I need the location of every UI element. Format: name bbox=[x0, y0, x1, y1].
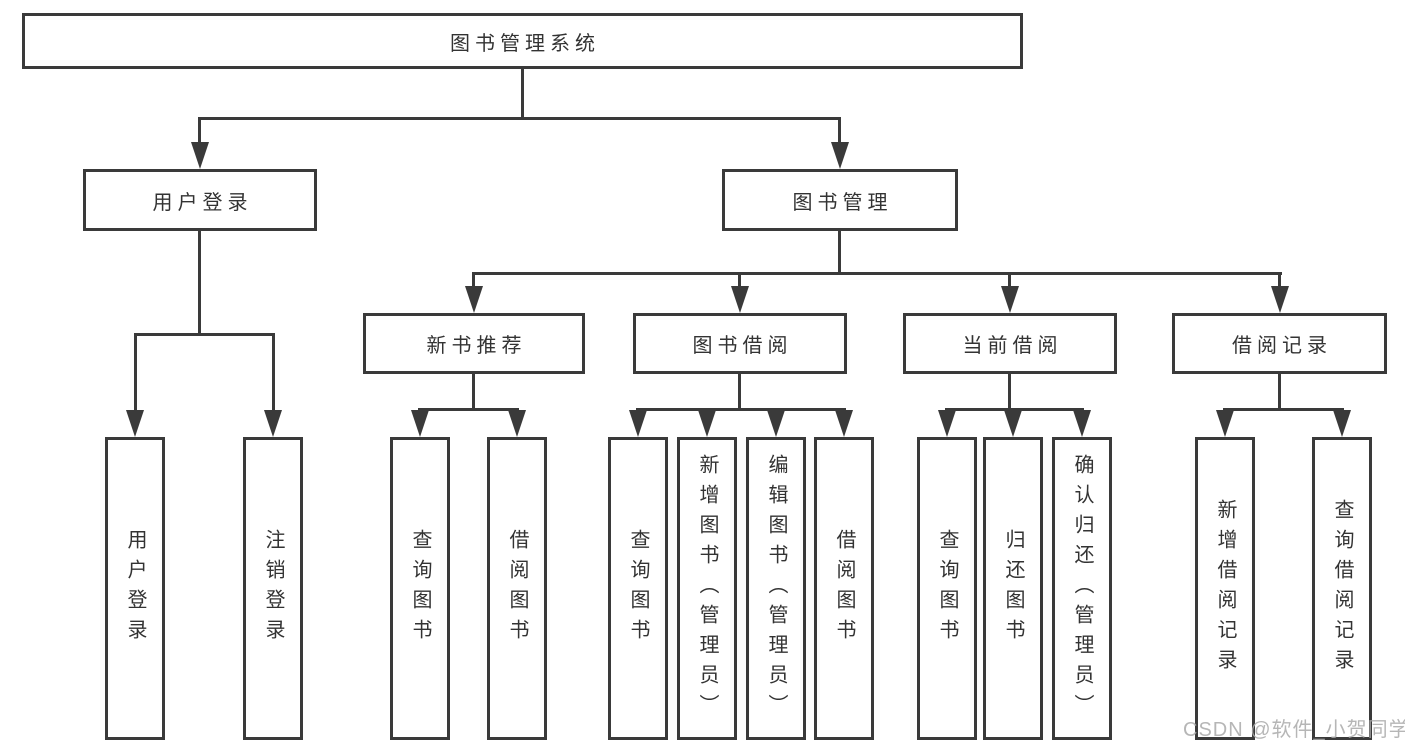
arrow-down-icon bbox=[629, 410, 647, 437]
connector-line bbox=[418, 408, 519, 411]
leaf-query-books-borrow: 查询图书 bbox=[608, 437, 668, 740]
node-user-login: 用户登录 bbox=[83, 169, 317, 231]
connector-line bbox=[838, 117, 841, 145]
arrow-down-icon bbox=[411, 410, 429, 437]
connector-line bbox=[521, 69, 524, 120]
leaf-label: 归还图书 bbox=[1002, 528, 1024, 649]
leaf-query-borrow-record: 查询借阅记录 bbox=[1312, 437, 1372, 740]
arrow-down-icon bbox=[1216, 410, 1234, 437]
connector-line bbox=[738, 275, 741, 289]
leaf-label: 查询图书 bbox=[627, 528, 649, 649]
leaf-add-borrow-record: 新增借阅记录 bbox=[1195, 437, 1255, 740]
connector-line bbox=[134, 333, 275, 336]
connector-line bbox=[134, 333, 137, 413]
connector-line bbox=[1008, 275, 1011, 289]
leaf-label: 确认归还（管理员） bbox=[1071, 453, 1093, 724]
connector-line bbox=[1008, 374, 1011, 411]
leaf-edit-book-admin: 编辑图书（管理员） bbox=[746, 437, 806, 740]
leaf-return-book: 归还图书 bbox=[983, 437, 1043, 740]
arrow-down-icon bbox=[731, 286, 749, 313]
connector-line bbox=[738, 374, 741, 411]
connector-line bbox=[1278, 374, 1281, 411]
leaf-label: 借阅图书 bbox=[833, 528, 855, 649]
leaf-query-books-current: 查询图书 bbox=[917, 437, 977, 740]
arrow-down-icon bbox=[191, 142, 209, 169]
watermark: CSDN @软件_小贺同学 bbox=[1183, 719, 1405, 741]
connector-line bbox=[199, 117, 841, 120]
connector-line bbox=[472, 272, 1282, 275]
connector-line bbox=[636, 408, 846, 411]
leaf-confirm-return-admin: 确认归还（管理员） bbox=[1052, 437, 1112, 740]
leaf-label: 借阅图书 bbox=[506, 528, 528, 649]
connector-line bbox=[472, 374, 475, 411]
leaf-label: 查询借阅记录 bbox=[1331, 498, 1353, 679]
arrow-down-icon bbox=[264, 410, 282, 437]
leaf-label: 查询图书 bbox=[936, 528, 958, 649]
arrow-down-icon bbox=[698, 410, 716, 437]
leaf-borrow-books-recommend: 借阅图书 bbox=[487, 437, 547, 740]
connector-line bbox=[1223, 408, 1344, 411]
arrow-down-icon bbox=[508, 410, 526, 437]
arrow-down-icon bbox=[126, 410, 144, 437]
leaf-label: 查询图书 bbox=[409, 528, 431, 649]
connector-line bbox=[1278, 275, 1281, 289]
leaf-label: 新增借阅记录 bbox=[1214, 498, 1236, 679]
arrow-down-icon bbox=[465, 286, 483, 313]
arrow-down-icon bbox=[835, 410, 853, 437]
leaf-logout: 注销登录 bbox=[243, 437, 303, 740]
node-new-book-recommendation: 新书推荐 bbox=[363, 313, 585, 374]
connector-line bbox=[838, 231, 841, 275]
leaf-user-login: 用户登录 bbox=[105, 437, 165, 740]
connector-line bbox=[272, 333, 275, 413]
leaf-label: 编辑图书（管理员） bbox=[765, 453, 787, 724]
node-book-management: 图书管理 bbox=[722, 169, 958, 231]
leaf-label: 注销登录 bbox=[262, 528, 284, 649]
node-borrowing-records: 借阅记录 bbox=[1172, 313, 1387, 374]
connector-line bbox=[198, 117, 201, 145]
arrow-down-icon bbox=[1271, 286, 1289, 313]
leaf-add-book-admin: 新增图书（管理员） bbox=[677, 437, 737, 740]
connector-line bbox=[472, 275, 475, 289]
arrow-down-icon bbox=[1001, 286, 1019, 313]
leaf-label: 新增图书（管理员） bbox=[696, 453, 718, 724]
leaf-label: 用户登录 bbox=[124, 528, 146, 649]
node-library-system: 图书管理系统 bbox=[22, 13, 1023, 69]
leaf-borrow-books-borrow: 借阅图书 bbox=[814, 437, 874, 740]
arrow-down-icon bbox=[1073, 410, 1091, 437]
arrow-down-icon bbox=[767, 410, 785, 437]
arrow-down-icon bbox=[1333, 410, 1351, 437]
node-current-borrowing: 当前借阅 bbox=[903, 313, 1117, 374]
arrow-down-icon bbox=[831, 142, 849, 169]
node-book-borrowing: 图书借阅 bbox=[633, 313, 847, 374]
connector-line bbox=[945, 408, 1084, 411]
connector-line bbox=[198, 231, 201, 336]
arrow-down-icon bbox=[1004, 410, 1022, 437]
leaf-query-books-recommend: 查询图书 bbox=[390, 437, 450, 740]
arrow-down-icon bbox=[938, 410, 956, 437]
